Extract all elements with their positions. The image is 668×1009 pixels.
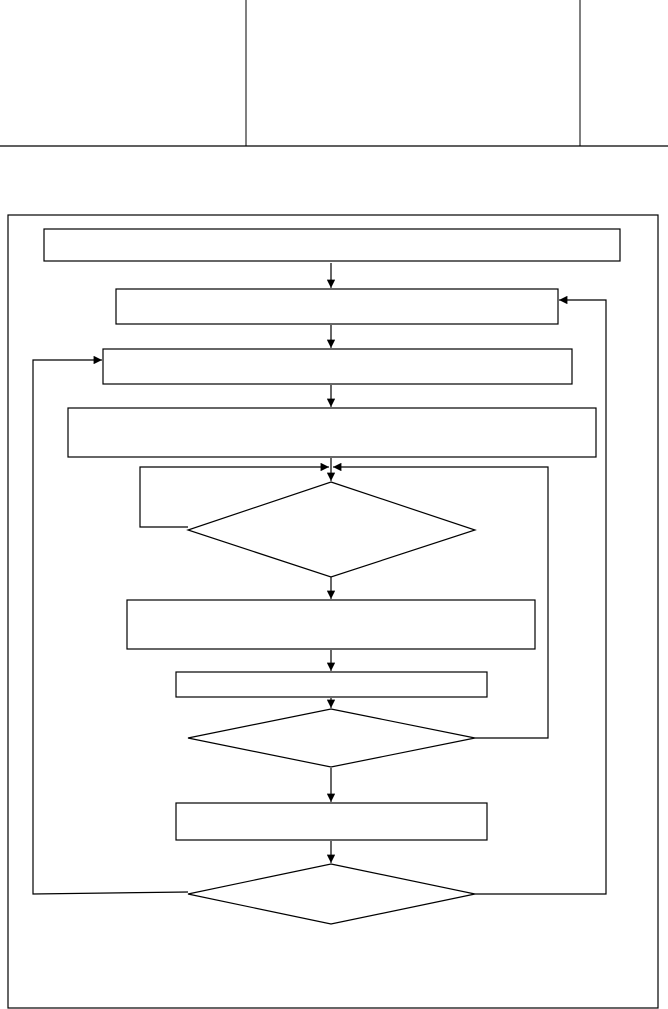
- feedback-loops: [32, 295, 607, 895]
- flowchart-frame: [7, 214, 659, 1009]
- process-box-3: [102, 348, 573, 385]
- loop-diamond2-right: [333, 462, 549, 739]
- process-box-5: [126, 599, 536, 650]
- process-box-7: [175, 802, 488, 841]
- process-box-2: [115, 288, 559, 325]
- decision-diamonds: [186, 481, 477, 925]
- process-box-1: [43, 228, 621, 262]
- process-box-4: [67, 407, 597, 458]
- decision-diamond-2: [187, 708, 476, 768]
- loop-diamond1-left: [139, 462, 329, 528]
- header-table: [0, 0, 668, 147]
- process-boxes: [43, 228, 621, 841]
- decision-diamond-3: [187, 863, 476, 925]
- loop-diamond3-right: [475, 295, 607, 895]
- decision-diamond-1: [186, 481, 477, 578]
- loop-diamond3-left: [32, 355, 189, 895]
- process-box-6: [175, 671, 488, 698]
